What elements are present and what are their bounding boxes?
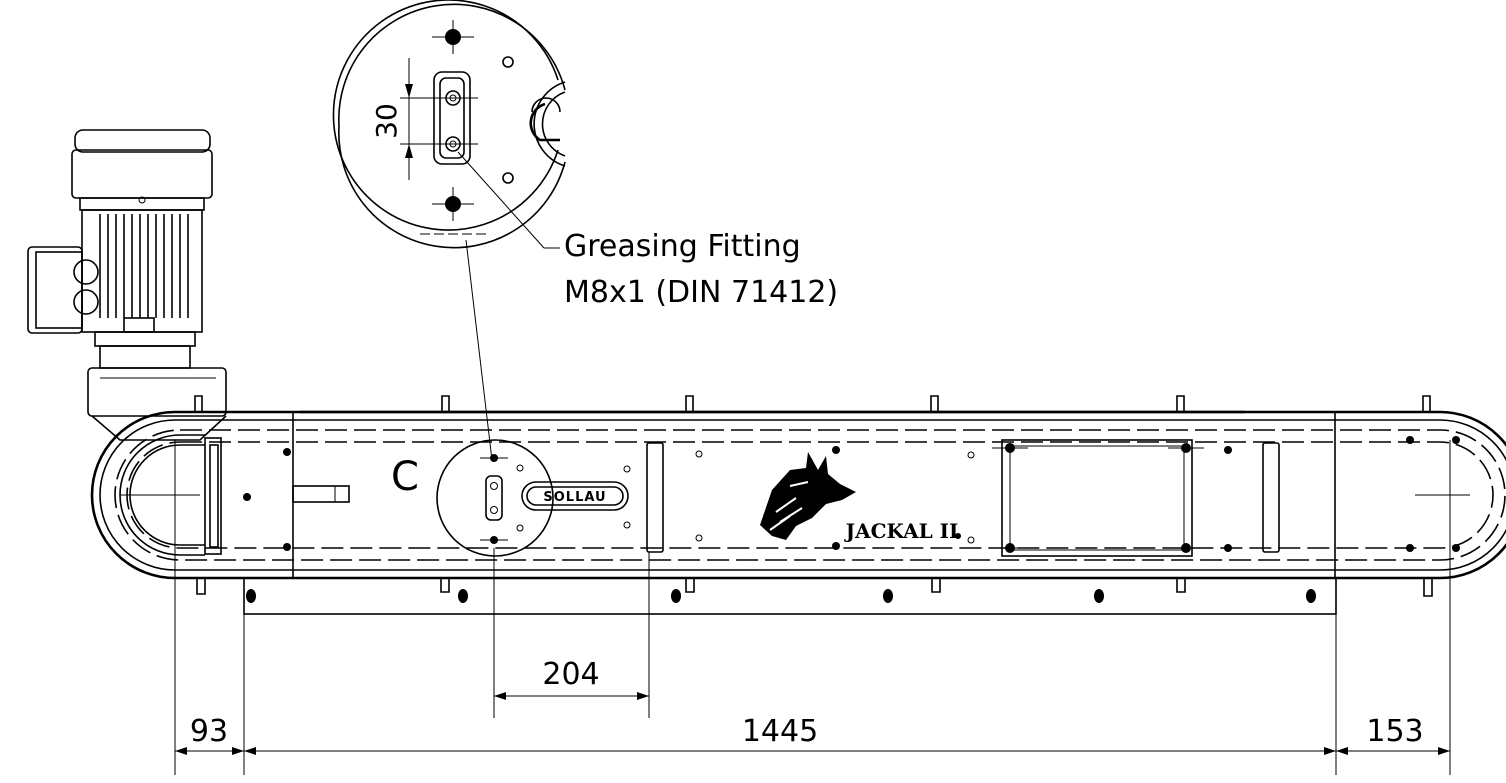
detail-view xyxy=(332,0,566,249)
gearbox xyxy=(87,367,227,441)
detail-label: C xyxy=(391,454,419,500)
callout-leader xyxy=(457,151,560,461)
callout-line-2: M8x1 (DIN 71412) xyxy=(564,275,838,310)
product-name: JACKAL II xyxy=(844,519,959,543)
dimension-1445: 1445 xyxy=(742,714,818,749)
company-logo: SOLLAU xyxy=(521,481,629,511)
callout-line-1: Greasing Fitting xyxy=(564,229,801,264)
company-logo-text: SOLLAU xyxy=(543,490,606,505)
spacing-dimension: 30 xyxy=(370,103,403,139)
motor-cooling-fins xyxy=(99,214,189,318)
inspection-window xyxy=(992,439,1204,557)
motor-assembly xyxy=(27,129,227,441)
detail-c-marker xyxy=(436,439,554,557)
conveyor-body xyxy=(90,395,1506,615)
jackal-logo-icon xyxy=(760,452,856,540)
dimension-204: 204 xyxy=(542,657,599,692)
dimension-93: 93 xyxy=(190,714,228,749)
dimension-153: 153 xyxy=(1366,714,1423,749)
dimension-lines xyxy=(174,440,1451,775)
terminal-box xyxy=(27,246,99,334)
